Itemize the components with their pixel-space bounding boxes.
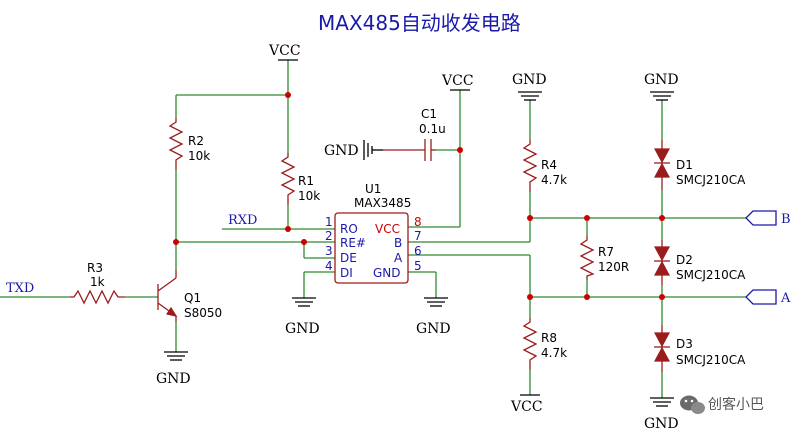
gnd-symbol-q1: GND [156,351,191,387]
net-label-txd: TXD [6,281,34,296]
resistor-r4: R4 4.7k [522,140,567,192]
svg-text:C1: C1 [421,107,437,121]
svg-text:R8: R8 [541,331,557,345]
port-b: B [745,210,791,227]
svg-text:GND: GND [416,321,451,337]
svg-text:DE: DE [340,251,357,265]
svg-text:6: 6 [414,244,422,258]
svg-text:SMCJ210CA: SMCJ210CA [676,353,746,367]
svg-text:R7: R7 [598,245,614,259]
svg-text:Q1: Q1 [184,291,201,305]
gnd-symbol-pin5: GND [416,297,451,337]
diode-d1: D1 SMCJ210CA [653,140,746,190]
transistor-q1: Q1 S8050 [157,270,222,322]
svg-text:R1: R1 [298,174,314,188]
svg-text:10k: 10k [298,189,320,203]
vcc-symbol-u1: VCC [441,73,474,91]
resistor-r7: R7 120R [579,236,629,280]
svg-text:1k: 1k [90,275,105,289]
gnd-symbol-d1: GND [644,72,679,101]
svg-text:8: 8 [414,215,422,229]
svg-text:D3: D3 [676,337,693,351]
vcc-symbol-r8: VCC [510,394,543,415]
svg-text:GND: GND [285,321,320,337]
svg-text:10k: 10k [188,149,210,163]
gnd-symbol-r4: GND [512,72,547,101]
gnd-symbol-di: GND [285,297,320,337]
svg-text:DI: DI [340,266,353,280]
svg-text:4.7k: 4.7k [541,346,567,360]
svg-text:GND: GND [373,266,401,280]
svg-text:RO: RO [340,222,358,236]
svg-text:0.1u: 0.1u [419,122,446,136]
svg-text:120R: 120R [598,260,629,274]
svg-text:A: A [780,291,791,306]
svg-text:R2: R2 [188,134,204,148]
svg-text:SMCJ210CA: SMCJ210CA [676,173,746,187]
svg-text:SMCJ210CA: SMCJ210CA [676,268,746,282]
svg-text:U1: U1 [365,182,381,196]
gnd-symbol-c1: GND [324,140,383,160]
diagram-title: MAX485自动收发电路 [318,11,521,35]
svg-text:RE#: RE# [340,236,366,250]
wechat-icon [680,395,705,414]
svg-text:MAX3485: MAX3485 [354,196,411,210]
svg-text:R3: R3 [87,261,103,275]
watermark: 创客小巴 [680,395,764,414]
capacitor-c1: C1 0.1u [383,107,446,161]
svg-text:D1: D1 [676,158,693,172]
diode-d2: D2 SMCJ210CA [653,240,746,285]
svg-text:GND: GND [644,72,679,88]
svg-text:VCC: VCC [510,399,543,415]
svg-text:1: 1 [325,215,333,229]
wires [0,60,746,398]
svg-text:GND: GND [512,72,547,88]
svg-text:VCC: VCC [268,43,301,59]
port-a: A [745,289,791,306]
svg-text:B: B [394,236,402,250]
svg-text:GND: GND [156,371,191,387]
diode-d3: D3 SMCJ210CA [653,325,746,372]
svg-text:RXD: RXD [228,213,257,228]
svg-text:A: A [394,251,403,265]
svg-text:GND: GND [324,143,359,159]
gnd-symbol-d3: GND [644,397,679,432]
svg-text:R4: R4 [541,158,557,172]
svg-text:4: 4 [325,259,333,273]
resistor-r1: R1 10k [280,153,320,205]
svg-text:5: 5 [414,259,422,273]
svg-text:D2: D2 [676,253,693,267]
svg-text:3: 3 [325,244,333,258]
svg-text:2: 2 [325,229,333,243]
resistor-r8: R8 4.7k [522,318,567,370]
vcc-symbol-r1: VCC [268,43,301,61]
svg-text:S8050: S8050 [184,306,222,320]
svg-text:VCC: VCC [441,73,474,89]
resistor-r3: R3 1k [70,261,125,305]
svg-text:B: B [781,212,791,227]
svg-text:VCC: VCC [375,222,400,236]
svg-text:TXD: TXD [6,281,34,296]
junctions [173,92,665,300]
svg-text:7: 7 [414,229,422,243]
svg-text:GND: GND [644,416,679,432]
net-label-rxd: RXD [228,213,257,228]
svg-text:创客小巴: 创客小巴 [708,396,764,413]
ic-u1: U1 MAX3485 RO RE# DE DI VCC B A GND 1 2 … [325,182,422,284]
resistor-r2: R2 10k [168,118,210,170]
svg-text:4.7k: 4.7k [541,173,567,187]
